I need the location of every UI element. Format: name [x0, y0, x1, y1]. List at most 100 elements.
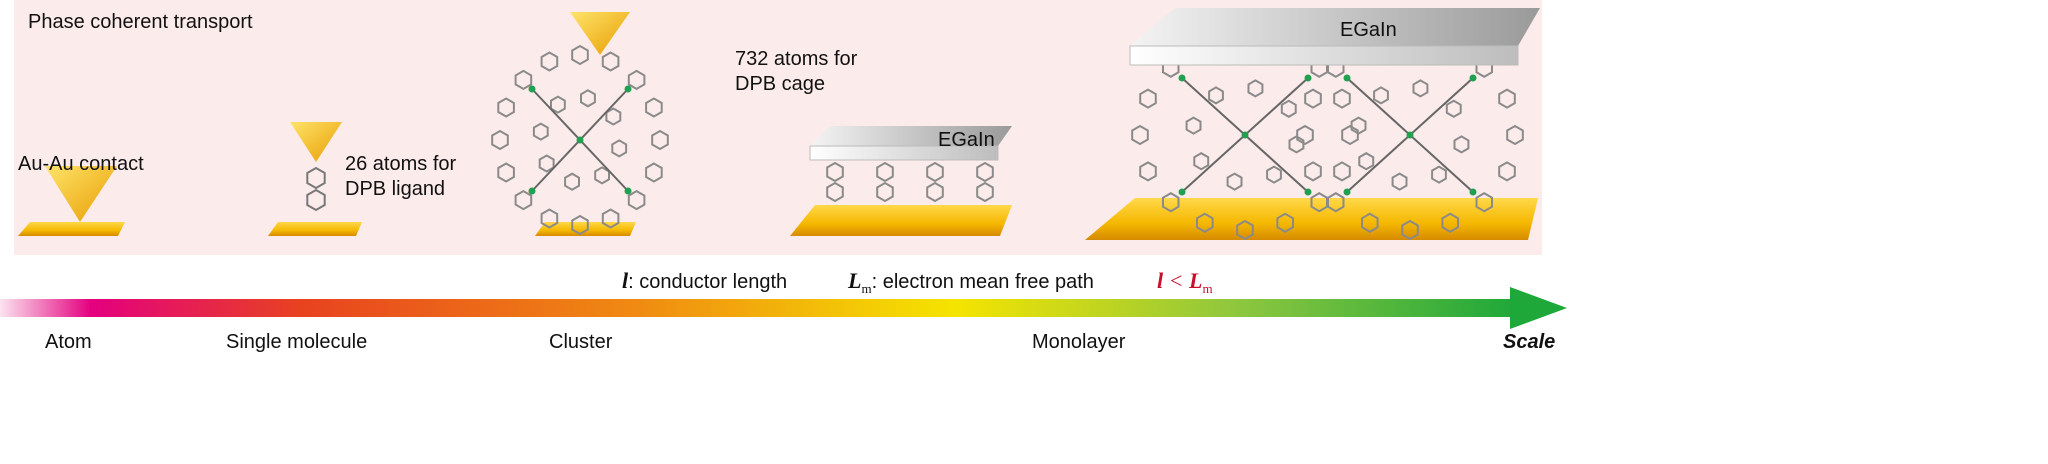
aromatic-ring: [1441, 212, 1459, 233]
aromatic-ring: [580, 89, 596, 108]
gold-tip-molecule: [290, 122, 342, 162]
aromatic-ring: [1296, 124, 1314, 146]
aromatic-ring: [1445, 99, 1462, 118]
aromatic-ring: [1361, 212, 1379, 233]
aromatic-ring: [1139, 88, 1157, 109]
scale-label-atom: Atom: [45, 331, 92, 353]
atom-node: [624, 187, 632, 195]
aromatic-ring: [1247, 79, 1264, 98]
gold-surface-atom: [18, 222, 125, 236]
atom-node: [1304, 188, 1312, 196]
aromatic-ring: [1196, 212, 1214, 233]
l-symbol: l: [622, 268, 629, 293]
aromatic-ring: [1391, 172, 1408, 191]
atom-node: [576, 136, 584, 144]
aromatic-ring: [1236, 219, 1254, 241]
aromatic-ring: [1193, 152, 1210, 171]
atom-node: [528, 187, 536, 195]
atom-node: [1469, 188, 1477, 196]
atom-node: [528, 85, 536, 93]
aromatic-ring: [514, 189, 533, 211]
aromatic-ring: [1506, 124, 1524, 146]
aromatic-ring: [926, 161, 944, 183]
aromatic-ring: [1288, 135, 1305, 154]
atom-node: [1343, 74, 1351, 82]
aromatic-ring: [1208, 86, 1224, 105]
scale-label-cluster: Cluster: [549, 331, 613, 353]
ligand-label-line2: DPB ligand: [345, 178, 446, 200]
aromatic-ring: [1333, 88, 1351, 109]
relation-operator: <: [1163, 268, 1189, 293]
aromatic-ring: [1475, 192, 1493, 213]
aromatic-ring: [497, 97, 515, 118]
atom-node: [1406, 131, 1414, 139]
aromatic-ring: [514, 69, 533, 91]
conductor-length-legend: l: conductor length: [622, 268, 787, 295]
aromatic-ring: [550, 95, 566, 114]
aromatic-ring: [1226, 172, 1243, 191]
aromatic-ring: [611, 139, 628, 158]
aromatic-ring: [645, 162, 663, 183]
au-au-contact-label: Au-Au contact: [18, 153, 144, 175]
aromatic-ring: [645, 97, 663, 118]
aromatic-ring: [571, 214, 589, 236]
aromatic-ring: [1131, 124, 1149, 146]
aromatic-ring: [1304, 161, 1322, 182]
aromatic-ring: [1280, 99, 1297, 118]
aromatic-ring: [1401, 219, 1419, 241]
aromatic-ring: [538, 154, 555, 173]
gold-surface-monolayer-small: [790, 205, 1012, 236]
aromatic-ring: [1431, 165, 1447, 184]
atom-node: [1343, 188, 1351, 196]
atom-node: [624, 85, 632, 93]
panel-title: Phase coherent transport: [28, 11, 253, 33]
aromatic-ring: [497, 162, 515, 183]
aromatic-ring: [1162, 192, 1180, 213]
aromatic-ring: [1358, 152, 1375, 171]
lm-description: : electron mean free path: [871, 271, 1094, 293]
ligand-label-line1: 26 atoms for: [345, 153, 457, 175]
scale-arrow: [0, 287, 1567, 329]
aromatic-ring: [926, 181, 944, 203]
egain-electrode-small: [809, 126, 1012, 161]
relation-lm: L: [1188, 268, 1203, 293]
relation-l: l: [1157, 268, 1164, 293]
aromatic-ring: [601, 51, 620, 72]
aromatic-ring: [1412, 79, 1429, 98]
aromatic-ring: [306, 188, 326, 212]
cage-label-line1: 732 atoms for: [735, 48, 858, 70]
gold-tip-atom: [45, 166, 117, 222]
dpb-ligand-molecule: [306, 166, 326, 212]
gold-surface-monolayer-large: [1085, 198, 1538, 240]
aromatic-ring: [876, 161, 894, 183]
egain-label-small: EGaIn: [938, 129, 995, 151]
aromatic-ring: [1373, 86, 1389, 105]
aromatic-ring: [1341, 124, 1359, 146]
aromatic-ring: [1350, 116, 1367, 135]
lm-symbol: L: [848, 268, 862, 293]
aromatic-ring: [976, 181, 994, 203]
aromatic-ring: [601, 208, 620, 229]
aromatic-ring: [1304, 88, 1322, 109]
aromatic-ring: [564, 172, 580, 191]
aromatic-ring: [571, 44, 589, 66]
dpb-cage-molecule: [491, 44, 669, 236]
aromatic-ring: [306, 166, 326, 190]
atom-node: [1304, 74, 1312, 82]
egain-electrode-large: [1129, 8, 1540, 66]
scale-label-monolayer: Monolayer: [1032, 331, 1126, 353]
gold-tip-cluster: [570, 12, 630, 55]
aromatic-ring: [1498, 88, 1516, 109]
aromatic-ring: [532, 122, 549, 141]
aromatic-ring: [1266, 165, 1282, 184]
relation-subscript: m: [1202, 281, 1213, 296]
aromatic-ring: [627, 189, 646, 211]
aromatic-ring: [1185, 116, 1202, 135]
aromatic-ring: [540, 51, 559, 72]
aromatic-ring: [627, 69, 646, 91]
lm-subscript: m: [861, 281, 872, 296]
l-description: : conductor length: [628, 271, 788, 293]
aromatic-ring: [491, 129, 509, 151]
aromatic-ring: [1498, 161, 1516, 182]
